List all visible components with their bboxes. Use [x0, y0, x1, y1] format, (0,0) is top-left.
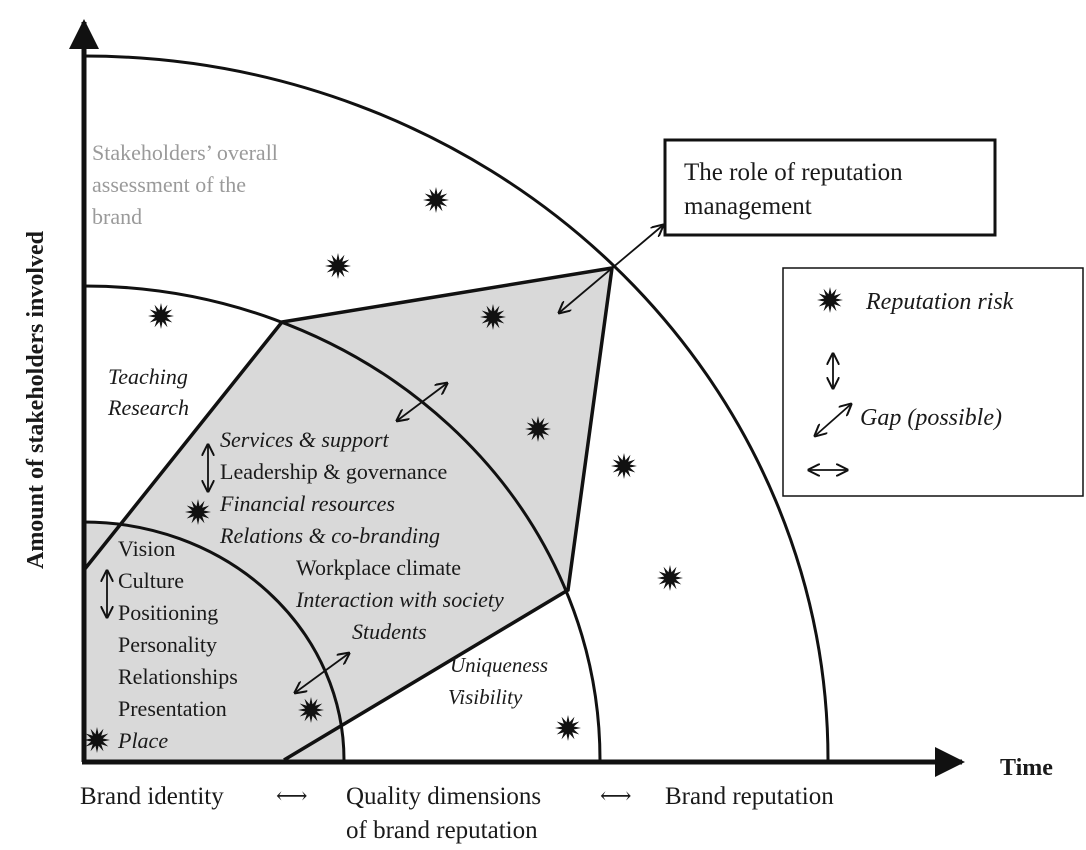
outer-region-label: Stakeholders’ overall assessment of the … [92, 140, 283, 229]
risk-star-icon [84, 727, 110, 753]
role-box [663, 138, 997, 237]
risk-star-icon [185, 499, 211, 525]
identity-item: Relationships [118, 664, 238, 689]
teaching-research-label: Teaching Research [107, 364, 193, 420]
identity-item: Presentation [118, 696, 227, 721]
risk-star-icon [657, 565, 683, 591]
identity-item: Personality [118, 632, 217, 657]
category-quality-line2: of brand reputation [346, 817, 538, 844]
risk-star-icon [525, 416, 551, 442]
x-axis-label: Time [1000, 755, 1053, 781]
identity-item: Positioning [118, 600, 218, 625]
quality-dimension-list: Services & support Leadership & governan… [219, 427, 509, 644]
risk-star-icon [611, 453, 637, 479]
quality-item: Students [352, 619, 427, 644]
risk-star-icon [555, 715, 581, 741]
risk-star-icon [298, 697, 324, 723]
identity-item: Vision [118, 536, 175, 561]
gap-arrow-diagonal-upper [398, 384, 446, 420]
identity-item: Place [117, 728, 168, 753]
role-box-label: The role of reputation management [684, 159, 909, 220]
category-arrow-2: ⟷ [600, 783, 632, 808]
identity-item: Culture [118, 568, 184, 593]
quality-item: Interaction with society [295, 587, 504, 612]
outer-region-line: brand [92, 204, 142, 229]
risk-star-icon [480, 304, 506, 330]
y-axis-label: Amount of stakeholders involved [23, 230, 49, 569]
gap-arrow-diagonal-lower [296, 654, 348, 692]
category-quality-line1: Quality dimensions [346, 783, 541, 810]
identity-list: Vision Culture Positioning Personality R… [117, 536, 243, 753]
legend-gap-possible: Gap (possible) [860, 405, 1002, 431]
risk-star-icon [148, 303, 174, 329]
category-brand-reputation: Brand reputation [665, 783, 834, 810]
legend-reputation-risk: Reputation risk [865, 289, 1014, 315]
legend-diagonal-gap-icon [816, 405, 850, 435]
uniqueness-visibility-label: Uniqueness Visibility [448, 653, 553, 709]
teaching-line: Teaching [108, 364, 188, 389]
teaching-line: Research [107, 395, 189, 420]
quality-item: Services & support [220, 427, 390, 452]
inner-arc [83, 520, 346, 761]
shaded-identity-region [84, 522, 344, 760]
outer-region-line: Stakeholders’ overall [92, 140, 278, 165]
risk-star-icon [325, 253, 351, 279]
uniqueness-line: Uniqueness [450, 653, 548, 677]
quality-item: Relations & co-branding [219, 523, 440, 548]
role-pointer-arrow [560, 226, 662, 312]
role-box-line: management [684, 193, 812, 220]
quality-item: Workplace climate [296, 555, 461, 580]
quality-item: Leadership & governance [220, 459, 447, 484]
category-brand-identity: Brand identity [80, 783, 224, 810]
uniqueness-line: Visibility [448, 685, 523, 709]
middle-arc [83, 284, 602, 761]
legend-risk-star-icon [817, 287, 843, 313]
risk-star-icon [423, 187, 449, 213]
quality-item: Financial resources [219, 491, 395, 516]
role-box-line: The role of reputation [684, 159, 903, 186]
outer-region-line: assessment of the [92, 172, 246, 197]
category-arrow-1: ⟷ [276, 783, 308, 808]
